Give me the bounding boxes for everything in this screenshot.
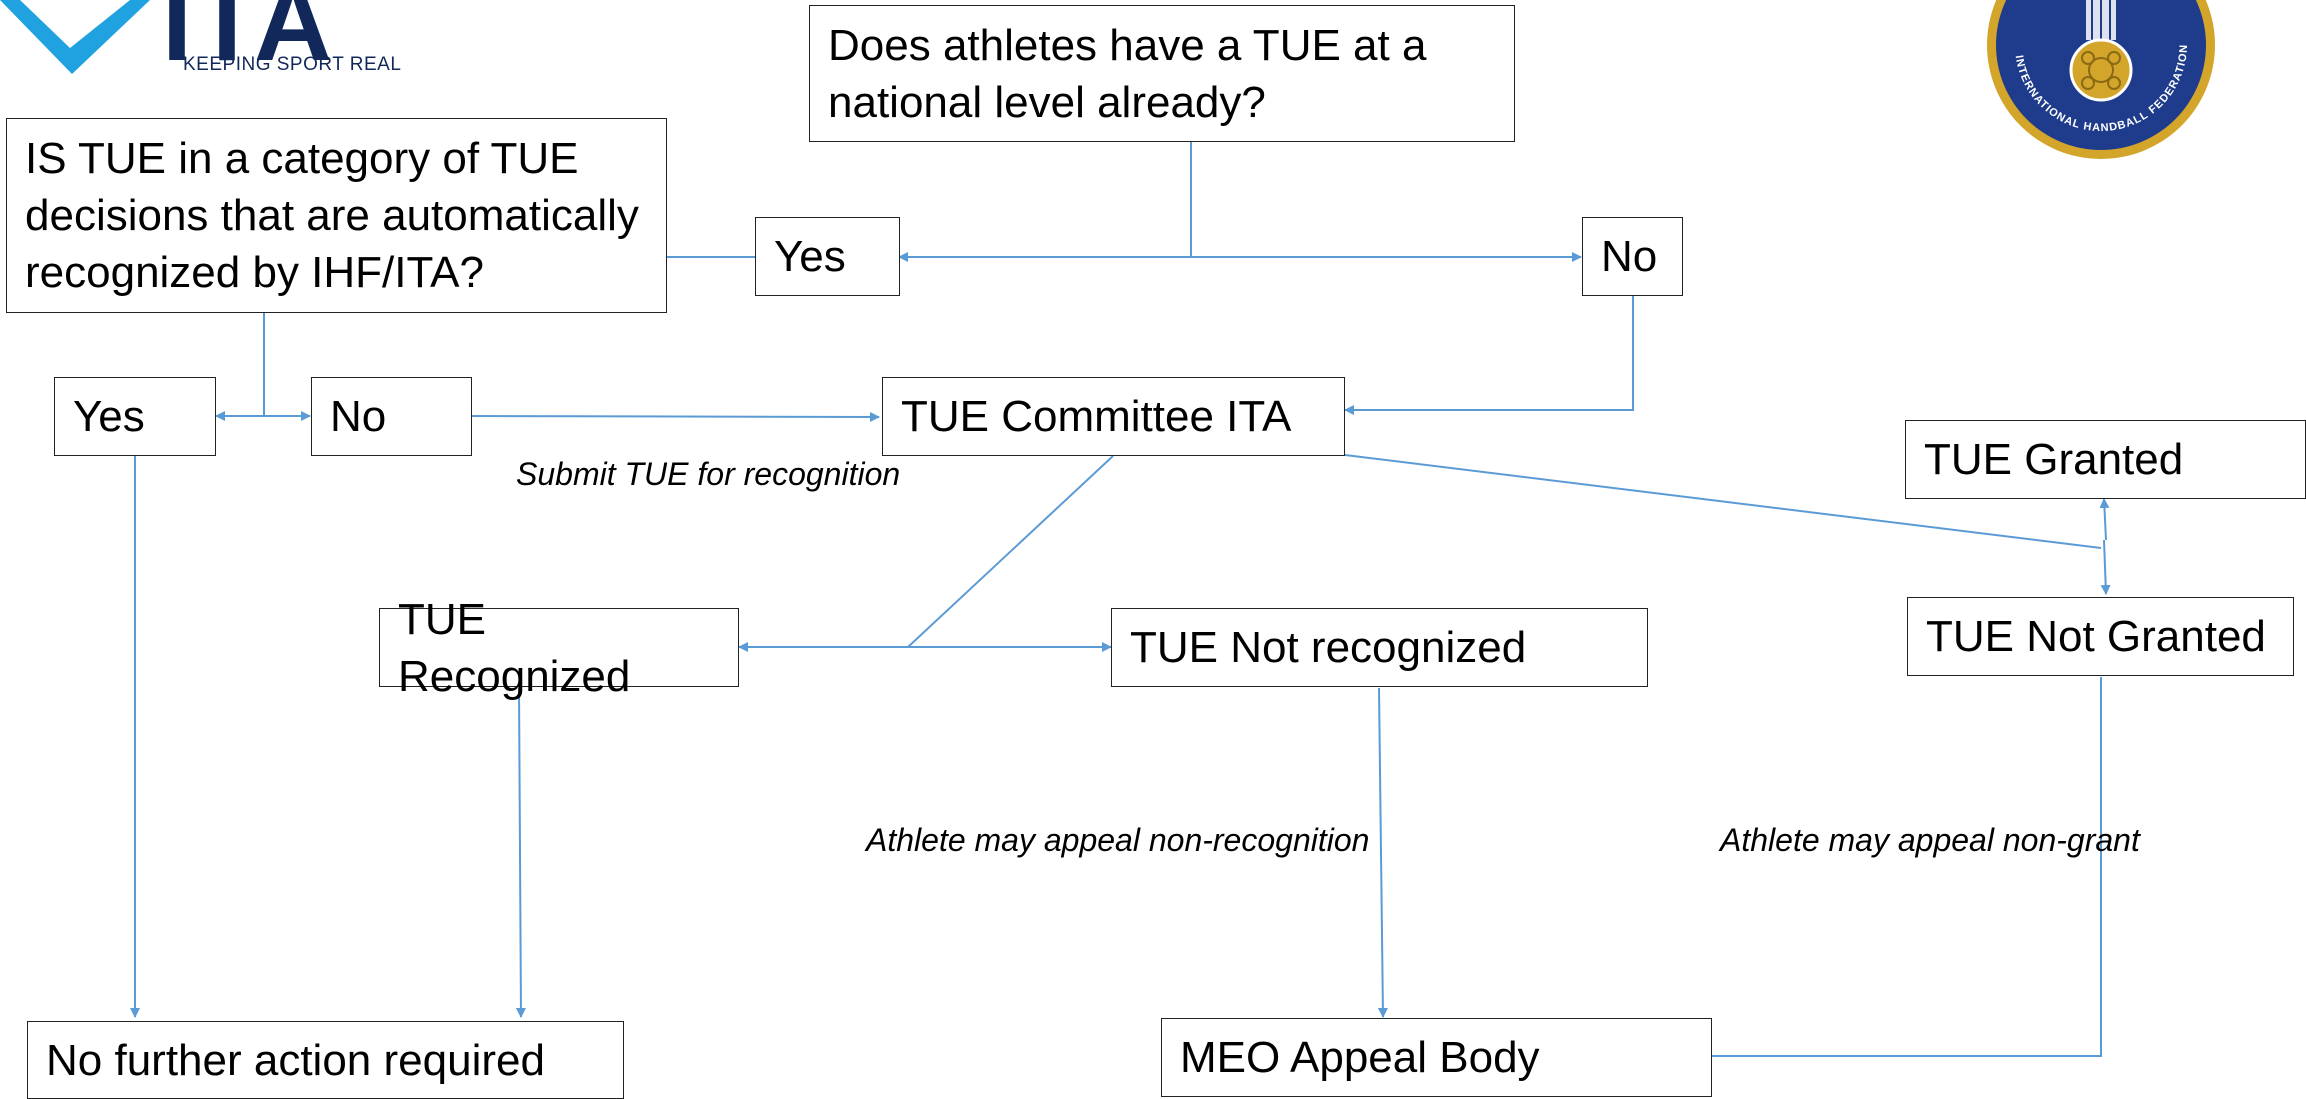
tue-recognized: TUE Recognized: [379, 595, 739, 701]
question-auto-recognized: IS TUE in a category of TUE decisions th…: [6, 118, 667, 313]
no-further-action: No further action required: [27, 1021, 624, 1099]
tue-not-recognized: TUE Not recognized: [1111, 608, 1648, 687]
ita-wordmark: ITA: [162, 0, 334, 83]
connector-committee-diagonal: [907, 455, 1114, 648]
tue-committee-ita: TUE Committee ITA: [882, 377, 1345, 456]
ita-logo: ITA KEEPING SPORT REAL: [0, 0, 420, 83]
arrow-recognized-to-no-further: [515, 687, 526, 1018]
ita-tagline: KEEPING SPORT REAL: [183, 54, 402, 75]
handball-icon: [2069, 0, 2133, 102]
arrow-no1-to-committee: [1344, 296, 1634, 415]
connector-not-granted-to-appeal: [1712, 677, 2102, 1057]
arrow-not-recognized-to-appeal: [1377, 687, 1388, 1018]
arrow-to-granted: [2099, 498, 2110, 541]
note-submit-tue: Submit TUE for recognition: [516, 456, 901, 492]
question-national-tue: Does athletes have a TUE at a national l…: [809, 5, 1515, 142]
answer-yes-national: Yes: [755, 217, 900, 296]
arrow-no2-to-committee: [470, 411, 880, 422]
tue-not-granted: TUE Not Granted: [1907, 597, 2294, 676]
note-appeal-non-recognition: Athlete may appeal non-recognition: [866, 822, 1370, 858]
tue-granted: TUE Granted: [1905, 420, 2306, 499]
ihf-logo: INTERNATIONAL HANDBALL FEDERATION: [1987, 0, 2215, 159]
meo-appeal-body: MEO Appeal Body: [1161, 1018, 1712, 1097]
answer-no-national: No: [1582, 217, 1683, 296]
arrow-to-not-granted: [2100, 539, 2111, 595]
answer-yes-category: Yes: [54, 377, 216, 456]
checkmark-icon: [0, 0, 150, 74]
note-appeal-non-grant: Athlete may appeal non-grant: [1720, 822, 2140, 858]
connector-committee-to-grant: [1344, 454, 2102, 549]
answer-no-category: No: [311, 377, 472, 456]
